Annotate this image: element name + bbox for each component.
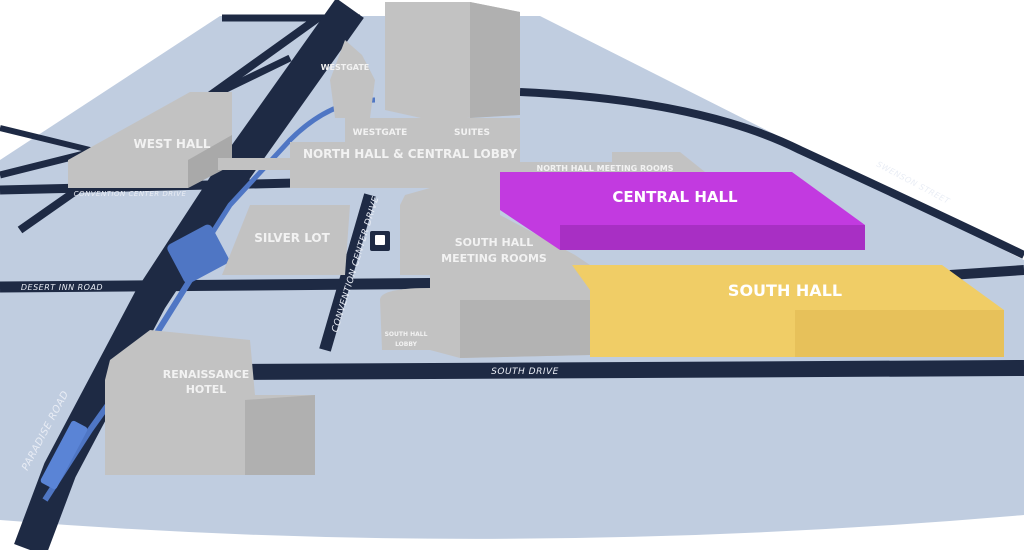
south-hall-side	[795, 310, 1004, 357]
south-hall-meeting-rooms-label-2: MEETING ROOMS	[441, 252, 547, 265]
south-hall-label: SOUTH HALL	[728, 281, 842, 300]
convention-center-drive-label: CONVENTION CENTER DRIVE	[74, 190, 187, 198]
south-hall-meeting-rooms-side	[460, 300, 590, 358]
bus-stop-icon[interactable]	[370, 231, 390, 251]
south-hall-lobby-label-2: LOBBY	[395, 341, 418, 348]
renaissance-hotel-side	[245, 395, 315, 475]
ground-curve	[0, 515, 1024, 550]
north-hall-building	[290, 142, 520, 188]
suites-label: SUITES	[454, 128, 490, 138]
road-swenson	[519, 88, 1024, 259]
silver-lot-label: SILVER LOT	[254, 231, 330, 245]
renaissance-hotel-label-1: RENAISSANCE	[163, 368, 249, 381]
north-hall-label: NORTH HALL & CENTRAL LOBBY	[303, 147, 517, 161]
silver-lot-area	[222, 205, 350, 275]
road-east-stub	[949, 265, 1024, 280]
south-hall-meeting-rooms-label-1: SOUTH HALL	[455, 236, 533, 249]
south-drive-label: SOUTH DRIVE	[491, 367, 559, 377]
westgate-tower-label: WESTGATE	[321, 63, 370, 72]
bus-stop-icon-glyph	[375, 235, 385, 245]
renaissance-hotel-label-2: HOTEL	[186, 383, 227, 396]
south-hall-lobby-label-1: SOUTH HALL	[385, 331, 428, 338]
skybridge	[218, 158, 296, 170]
west-hall-label: WEST HALL	[133, 137, 210, 151]
road-south-drive	[239, 360, 1024, 380]
westgate-base	[345, 118, 520, 143]
central-hall-label: CENTRAL HALL	[612, 188, 738, 206]
westgate-tower-shade	[470, 2, 520, 118]
westgate-label: WESTGATE	[353, 128, 408, 138]
south-hall-lobby-building	[380, 288, 430, 350]
monorail-train	[40, 420, 88, 490]
central-hall-side	[560, 225, 865, 250]
road-left-stub	[0, 125, 91, 153]
westgate-tower	[330, 40, 375, 118]
monorail-station	[167, 224, 229, 284]
road-convention-center-side	[319, 193, 376, 352]
west-hall-side	[188, 135, 232, 188]
buildings	[68, 2, 1004, 475]
desert-inn-road-label: DESERT INN ROAD	[21, 283, 103, 292]
north-hall-meeting-rooms-building	[500, 152, 705, 172]
north-hall-meeting-rooms-label: NORTH HALL MEETING ROOMS	[537, 164, 674, 173]
